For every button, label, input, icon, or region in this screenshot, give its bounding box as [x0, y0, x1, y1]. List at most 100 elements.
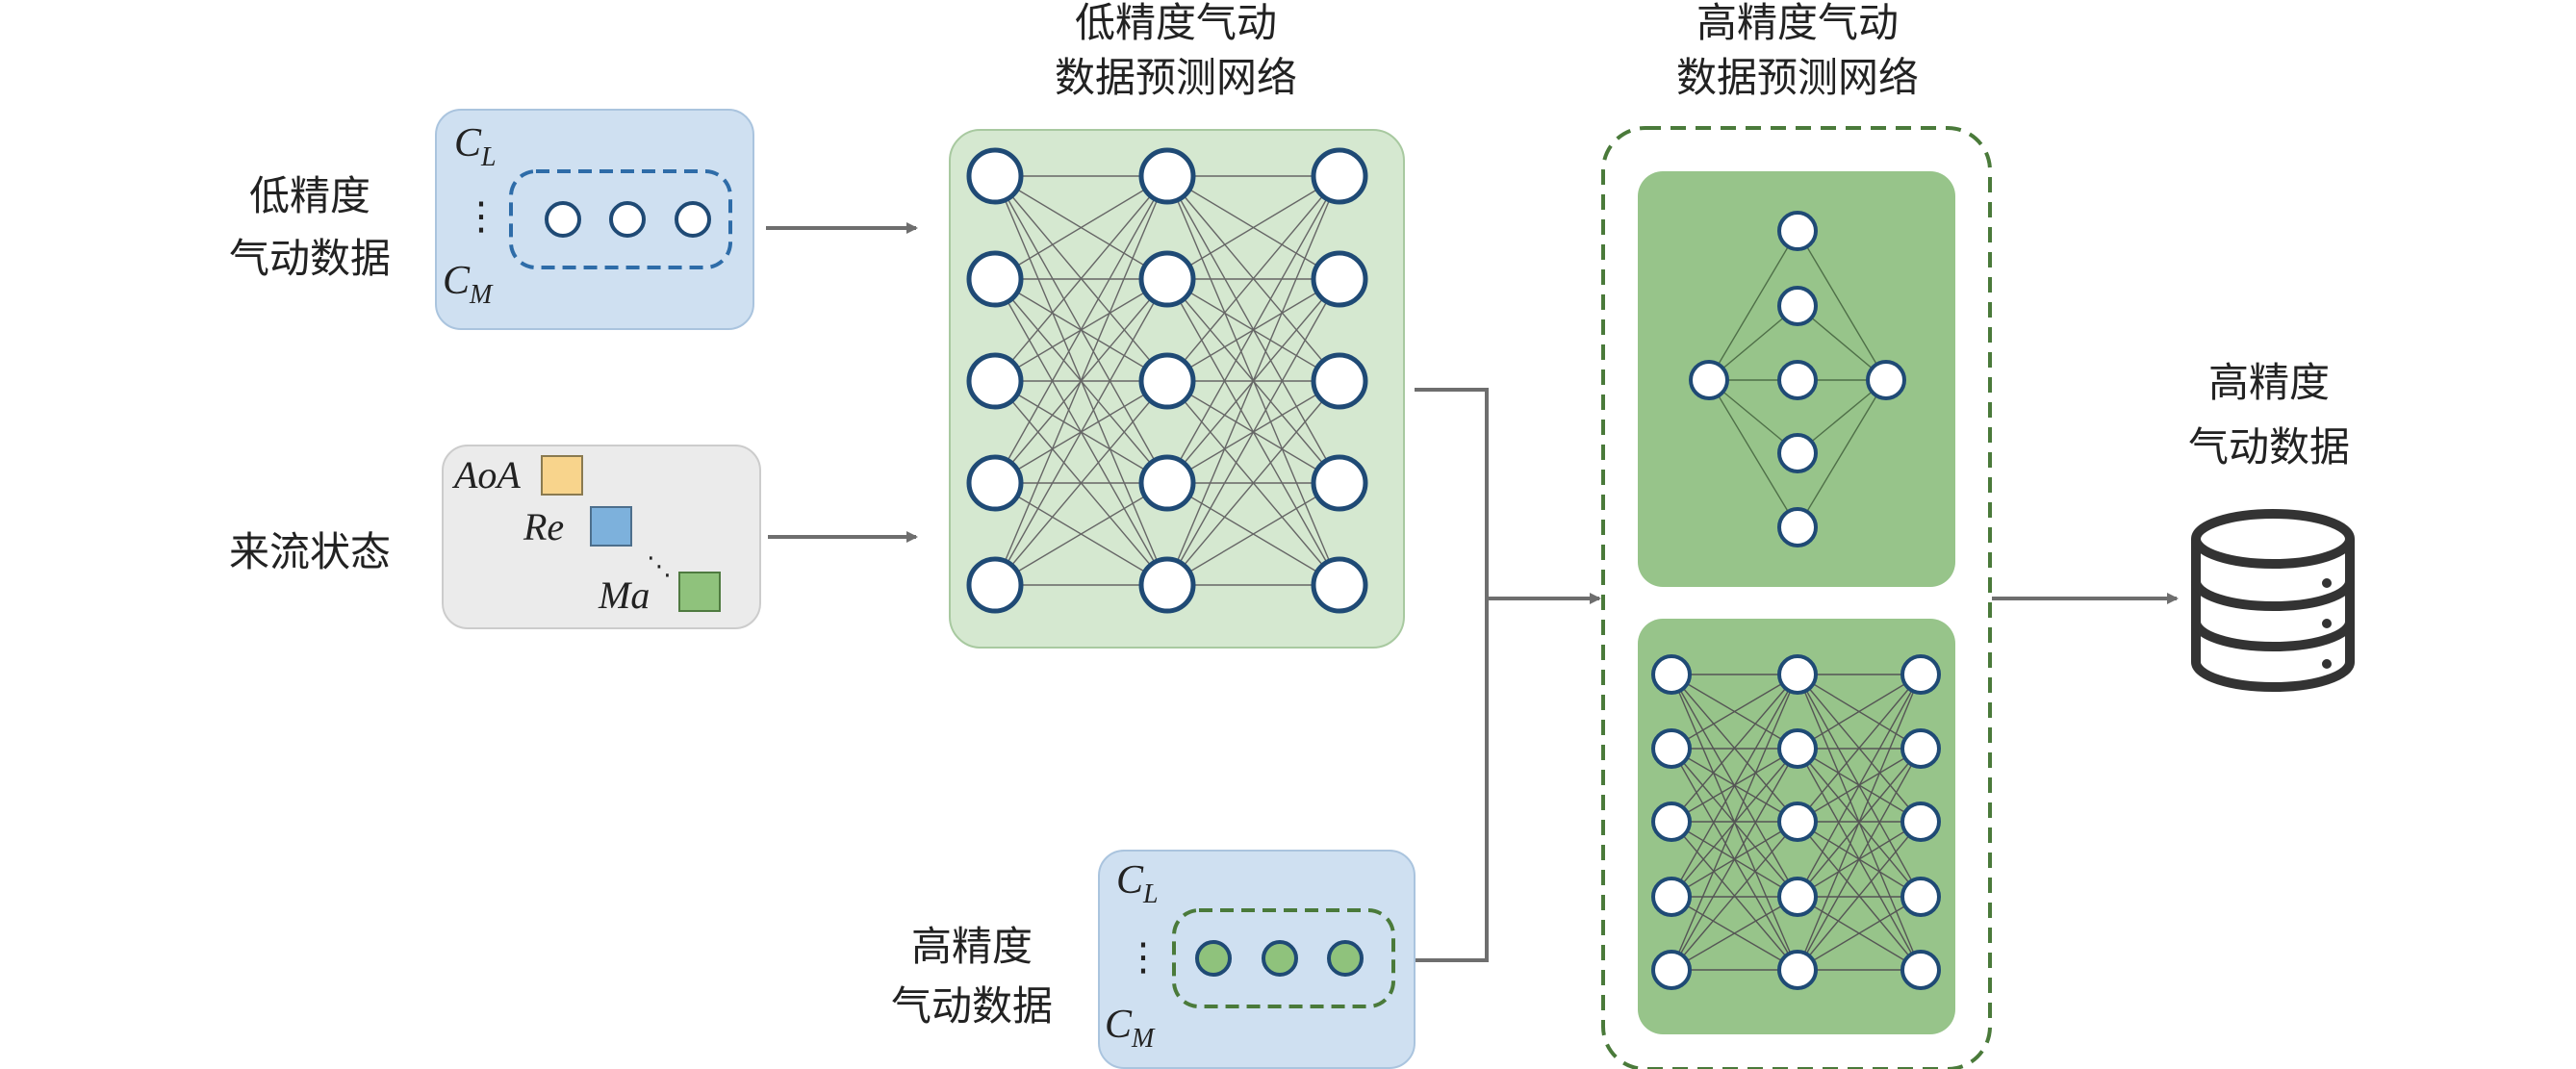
low-network-edges [994, 175, 1340, 586]
coef-cm-low: CM [443, 259, 494, 310]
high-fidelity-label-line2: 气动数据 [891, 982, 1053, 1030]
coef-cm-low-sub: M [469, 280, 494, 310]
coef-cl-low: CL [454, 121, 497, 172]
high-fidelity-input-label: 高精度 气动数据 [891, 923, 1053, 1030]
high-network-container [1601, 126, 1992, 1069]
low-network-edge [1166, 278, 1340, 586]
lower-subnet-node [1777, 802, 1818, 842]
high-fidelity-data-box: CL ⋮ CM [1098, 850, 1416, 1069]
lower-subnet-edge [1671, 674, 1798, 823]
coef-cm-high-base: C [1105, 1003, 1133, 1047]
database-icon-body [2191, 539, 2355, 692]
var-re-swatch [590, 506, 632, 547]
lower-subnet-nodes [1651, 654, 1941, 990]
high-data-node [1195, 940, 1232, 977]
low-fidelity-label-line2: 气动数据 [229, 235, 391, 282]
lower-subnet-node [1651, 877, 1692, 917]
lower-subnet-node [1900, 802, 1941, 842]
low-network-node [1311, 147, 1368, 205]
coef-cl-high-sub: L [1142, 879, 1159, 909]
upper-subnet-edge [1708, 230, 1798, 381]
upper-subnet-node [1777, 433, 1818, 473]
low-fidelity-data-box: CL ⋮ CM [435, 109, 754, 330]
high-network-title-line2: 数据预测网络 [1676, 54, 1919, 101]
upper-subnet-node [1777, 211, 1818, 251]
freestream-state-box: AoA Re ⋱ Ma [442, 445, 761, 629]
upper-subnet-edge [1797, 379, 1887, 528]
lower-subnet-node [1777, 728, 1818, 769]
low-network-node [1311, 454, 1368, 512]
database-icon-dot [2322, 659, 2332, 669]
lower-subnet-edges [1671, 674, 1922, 971]
low-network-nodes [966, 147, 1368, 614]
coef-cm-high: CM [1105, 1003, 1156, 1054]
var-re-label: Re [523, 505, 564, 548]
low-network-edge [1166, 175, 1340, 586]
low-network-edge [994, 482, 1168, 586]
var-dots: ⋱ [647, 552, 672, 581]
coef-cl-high-base: C [1116, 858, 1144, 903]
lower-subnet-edge [1671, 674, 1798, 750]
lower-subnet-edge [1671, 748, 1798, 971]
lower-subnet-node [1777, 950, 1818, 990]
coef-ellipsis-high: ⋮ [1124, 935, 1162, 980]
low-network-node [966, 556, 1024, 614]
lower-subnet-node [1900, 728, 1941, 769]
var-aoa-label: AoA [451, 453, 521, 496]
lower-subnet-edge [1797, 674, 1922, 898]
coef-ellipsis-low: ⋮ [462, 194, 500, 239]
low-network-edge [1166, 175, 1340, 382]
database-icon-ring2 [2191, 621, 2355, 651]
lower-subnet-node [1900, 654, 1941, 695]
high-fidelity-dashed-group [1172, 908, 1395, 1008]
lower-subnet-edge [1797, 748, 1922, 971]
high-network-title: 高精度气动 数据预测网络 [1676, 0, 1919, 101]
low-network-title-line1: 低精度气动 [1075, 0, 1277, 46]
low-network-edge [1166, 380, 1340, 586]
lower-subnet-node [1777, 877, 1818, 917]
upper-subnet-node [1777, 360, 1818, 400]
database-icon-dot [2322, 578, 2332, 588]
coef-cm-high-sub: M [1131, 1024, 1156, 1054]
lower-subnet-node [1651, 728, 1692, 769]
low-fidelity-panel [435, 109, 754, 330]
database-icon-top [2191, 509, 2355, 569]
upper-subnet-edge [1797, 230, 1887, 381]
low-network-node [1311, 556, 1368, 614]
low-network-edge [994, 175, 1168, 280]
low-network-title-line2: 数据预测网络 [1055, 54, 1297, 101]
low-network-node [966, 147, 1024, 205]
coef-cl-high: CL [1116, 858, 1159, 909]
lower-subnet-node [1900, 877, 1941, 917]
lower-subnet-edge [1797, 674, 1922, 971]
var-ma-swatch [678, 572, 721, 612]
connector-high-data [1415, 598, 1489, 962]
output-label: 高精度 气动数据 [2188, 359, 2350, 471]
lower-subnet-edge [1671, 896, 1798, 971]
lower-subnet-edge [1671, 674, 1798, 898]
lower-subnet-edge [1797, 674, 1922, 750]
low-fidelity-dashed-group [509, 169, 732, 269]
lower-subnet-node [1651, 802, 1692, 842]
low-network-edge [994, 380, 1168, 586]
low-network-node [1311, 250, 1368, 308]
output-label-line2: 气动数据 [2188, 423, 2350, 471]
database-icon [2191, 509, 2355, 692]
low-network-node [1138, 454, 1196, 512]
lower-subnet-node [1777, 654, 1818, 695]
lower-subnet-edge [1671, 821, 1798, 971]
low-network-node [966, 352, 1024, 410]
high-network-title-line1: 高精度气动 [1696, 0, 1899, 46]
lower-subnet-edge [1797, 674, 1922, 823]
lower-subnet-node [1900, 950, 1941, 990]
database-icon-dot [2322, 619, 2332, 628]
low-network-node [966, 250, 1024, 308]
low-network-node [1138, 556, 1196, 614]
upper-subnet-node [1866, 360, 1906, 400]
output-label-line1: 高精度 [2208, 359, 2330, 406]
high-fidelity-label-line1: 高精度 [911, 923, 1033, 970]
upper-subnet-nodes [1689, 211, 1906, 547]
upper-subnet-node [1777, 507, 1818, 547]
lower-subnet-edge [1671, 674, 1798, 971]
